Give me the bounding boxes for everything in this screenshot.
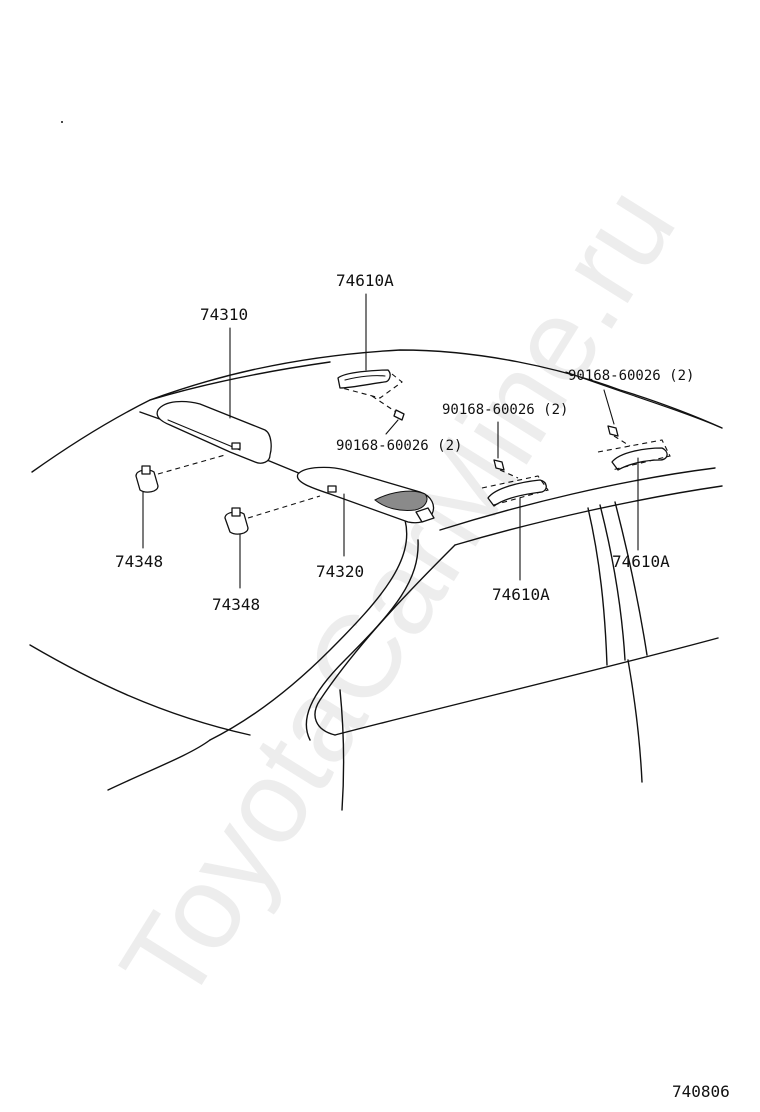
screw-right (607, 425, 619, 437)
roof-top-line (149, 361, 331, 401)
holder-center-tab (231, 507, 241, 517)
holder-center-dash (247, 495, 321, 519)
a-pillar-inner (305, 539, 419, 741)
roof-rail-inner (454, 485, 723, 546)
grip-right (611, 447, 668, 471)
sun-visor-lh (156, 400, 272, 464)
screw-top (393, 409, 405, 421)
a-pillar-outer (209, 519, 408, 741)
grip-mid (487, 479, 547, 507)
label-74320: 74320 (316, 562, 365, 581)
label-74610a-top: 74610A (336, 271, 394, 290)
cowl-line (29, 644, 251, 736)
screw-mid (493, 459, 505, 471)
sun-visor-rh-mirror (374, 490, 428, 511)
screw-top-dash (371, 395, 397, 413)
sun-visor-rh-pivot (415, 507, 435, 523)
holder-left-tab (141, 465, 151, 475)
door-pillar-line (339, 689, 345, 811)
belt-line (334, 637, 719, 736)
sun-visor-lh-detail (167, 419, 241, 451)
label-screw-top: 90168-60026 (2) (336, 438, 463, 454)
stray-dot (61, 121, 63, 123)
grip-mid-dash (481, 475, 549, 507)
screw-right-dash (613, 435, 631, 447)
c-pillar-line (565, 371, 723, 429)
label-74610a-right: 74610A (612, 552, 670, 571)
label-screw-right: 90168-60026 (2) (568, 368, 695, 384)
grip-right-dash (597, 439, 671, 471)
fender-line (107, 739, 211, 791)
roof-front-edge (31, 349, 723, 473)
grip-top (337, 369, 391, 389)
grip-top-handle (344, 375, 386, 381)
leader-screw-right (603, 389, 615, 425)
label-74610a-mid: 74610A (492, 585, 550, 604)
b-pillar-lower (627, 659, 643, 783)
leader-screw-top (385, 419, 399, 435)
b-pillar-1 (587, 507, 608, 666)
label-74348-left: 74348 (115, 552, 164, 571)
label-74310: 74310 (200, 305, 249, 324)
door-window-frame (314, 544, 456, 736)
figure-number: 740806 (672, 1082, 730, 1101)
holder-center (224, 511, 249, 535)
screw-mid-dash (499, 469, 519, 479)
label-screw-mid: 90168-60026 (2) (442, 402, 569, 418)
roof-rail-outer (439, 467, 716, 531)
label-74348-center: 74348 (212, 595, 261, 614)
holder-left (135, 469, 159, 493)
sun-visor-rh-clip (327, 485, 337, 493)
holder-left-dash (157, 454, 226, 475)
sun-visor-lh-clip (231, 442, 241, 450)
b-pillar-2 (599, 504, 626, 661)
b-pillar-3 (614, 501, 648, 656)
